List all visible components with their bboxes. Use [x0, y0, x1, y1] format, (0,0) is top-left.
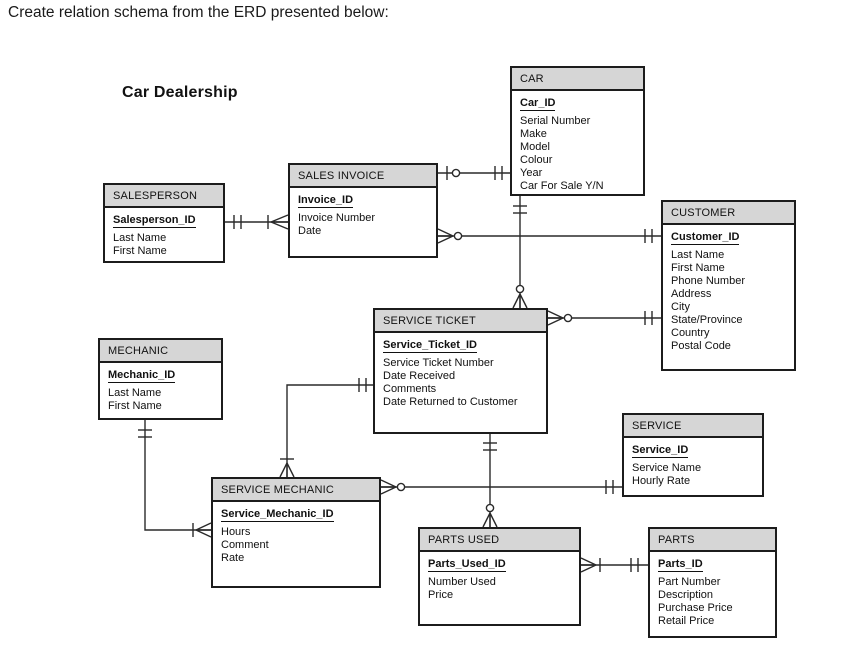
attribute: Date Returned to Customer	[383, 396, 518, 408]
diagram-title: Car Dealership	[122, 84, 238, 101]
rel-salesperson-salesinvoice	[225, 214, 289, 230]
attribute: Comment	[221, 539, 269, 551]
attribute: Comments	[383, 383, 437, 395]
attribute: Model	[520, 141, 550, 153]
rel-salesinvoice-customer	[437, 228, 661, 244]
rel-car-serviceticket	[512, 196, 528, 309]
attribute: Description	[658, 589, 714, 601]
primary-key: Service_ID	[632, 444, 689, 458]
attribute: Purchase Price	[658, 602, 733, 614]
attribute: Last Name	[113, 232, 167, 244]
attribute: Date Received	[383, 370, 456, 382]
attribute: Address	[671, 288, 712, 300]
entity-service-ticket: SERVICE TICKET Service_Ticket_ID Service…	[373, 308, 548, 434]
primary-key: Customer_ID	[671, 231, 740, 245]
primary-key: Parts_ID	[658, 558, 703, 572]
attribute: Hours	[221, 526, 251, 538]
attribute: Last Name	[108, 387, 162, 399]
attribute: Price	[428, 589, 454, 601]
attribute: State/Province	[671, 314, 743, 326]
attribute: Service Ticket Number	[383, 357, 494, 369]
primary-key: Invoice_ID	[298, 194, 354, 208]
attribute: Serial Number	[520, 115, 591, 127]
entity-title: PARTS USED	[420, 529, 579, 552]
attribute: Phone Number	[671, 275, 745, 287]
entity-title: SALESPERSON	[105, 185, 223, 208]
rel-servicemechanic-service	[380, 479, 622, 495]
attribute: First Name	[671, 262, 725, 274]
entity-title: SALES INVOICE	[290, 165, 436, 188]
attribute: Car For Sale Y/N	[520, 180, 604, 192]
page-instruction: Create relation schema from the ERD pres…	[8, 4, 389, 21]
primary-key: Service_Mechanic_ID	[221, 508, 334, 522]
attribute: First Name	[108, 400, 162, 412]
attribute: Date	[298, 225, 322, 237]
attribute: Number Used	[428, 576, 496, 588]
entity-title: CUSTOMER	[663, 202, 794, 225]
entity-title: SERVICE MECHANIC	[213, 479, 379, 502]
rel-salesinvoice-car	[438, 166, 510, 180]
attribute: Hourly Rate	[632, 475, 691, 487]
rel-partsused-parts	[580, 557, 648, 573]
rel-serviceticket-partsused	[482, 434, 498, 528]
attribute: Postal Code	[671, 340, 731, 352]
attribute: Invoice Number	[298, 212, 376, 224]
attribute: City	[671, 301, 690, 313]
rel-serviceticket-servicemechanic	[279, 378, 373, 478]
attribute: Country	[671, 327, 710, 339]
attribute: Rate	[221, 552, 245, 564]
primary-key: Parts_Used_ID	[428, 558, 506, 572]
attribute: Year	[520, 167, 543, 179]
primary-key: Mechanic_ID	[108, 369, 176, 383]
rel-mechanic-servicemechanic	[138, 420, 212, 538]
attribute: Last Name	[671, 249, 725, 261]
entity-title: SERVICE TICKET	[375, 310, 546, 333]
primary-key: Car_ID	[520, 97, 556, 111]
attribute: Make	[520, 128, 547, 140]
entity-title: SERVICE	[624, 415, 762, 438]
primary-key: Service_Ticket_ID	[383, 339, 477, 353]
attribute: Retail Price	[658, 615, 715, 627]
attribute: Part Number	[658, 576, 721, 588]
entity-title: CAR	[512, 68, 643, 91]
entity-title: MECHANIC	[100, 340, 221, 363]
rel-serviceticket-customer	[547, 310, 661, 326]
entity-title: PARTS	[650, 529, 775, 552]
entity-service-mechanic: SERVICE MECHANIC Service_Mechanic_ID Hou…	[211, 477, 381, 588]
attribute: Colour	[520, 154, 553, 166]
attribute: Service Name	[632, 462, 702, 474]
primary-key: Salesperson_ID	[113, 214, 196, 228]
attribute: First Name	[113, 245, 167, 257]
